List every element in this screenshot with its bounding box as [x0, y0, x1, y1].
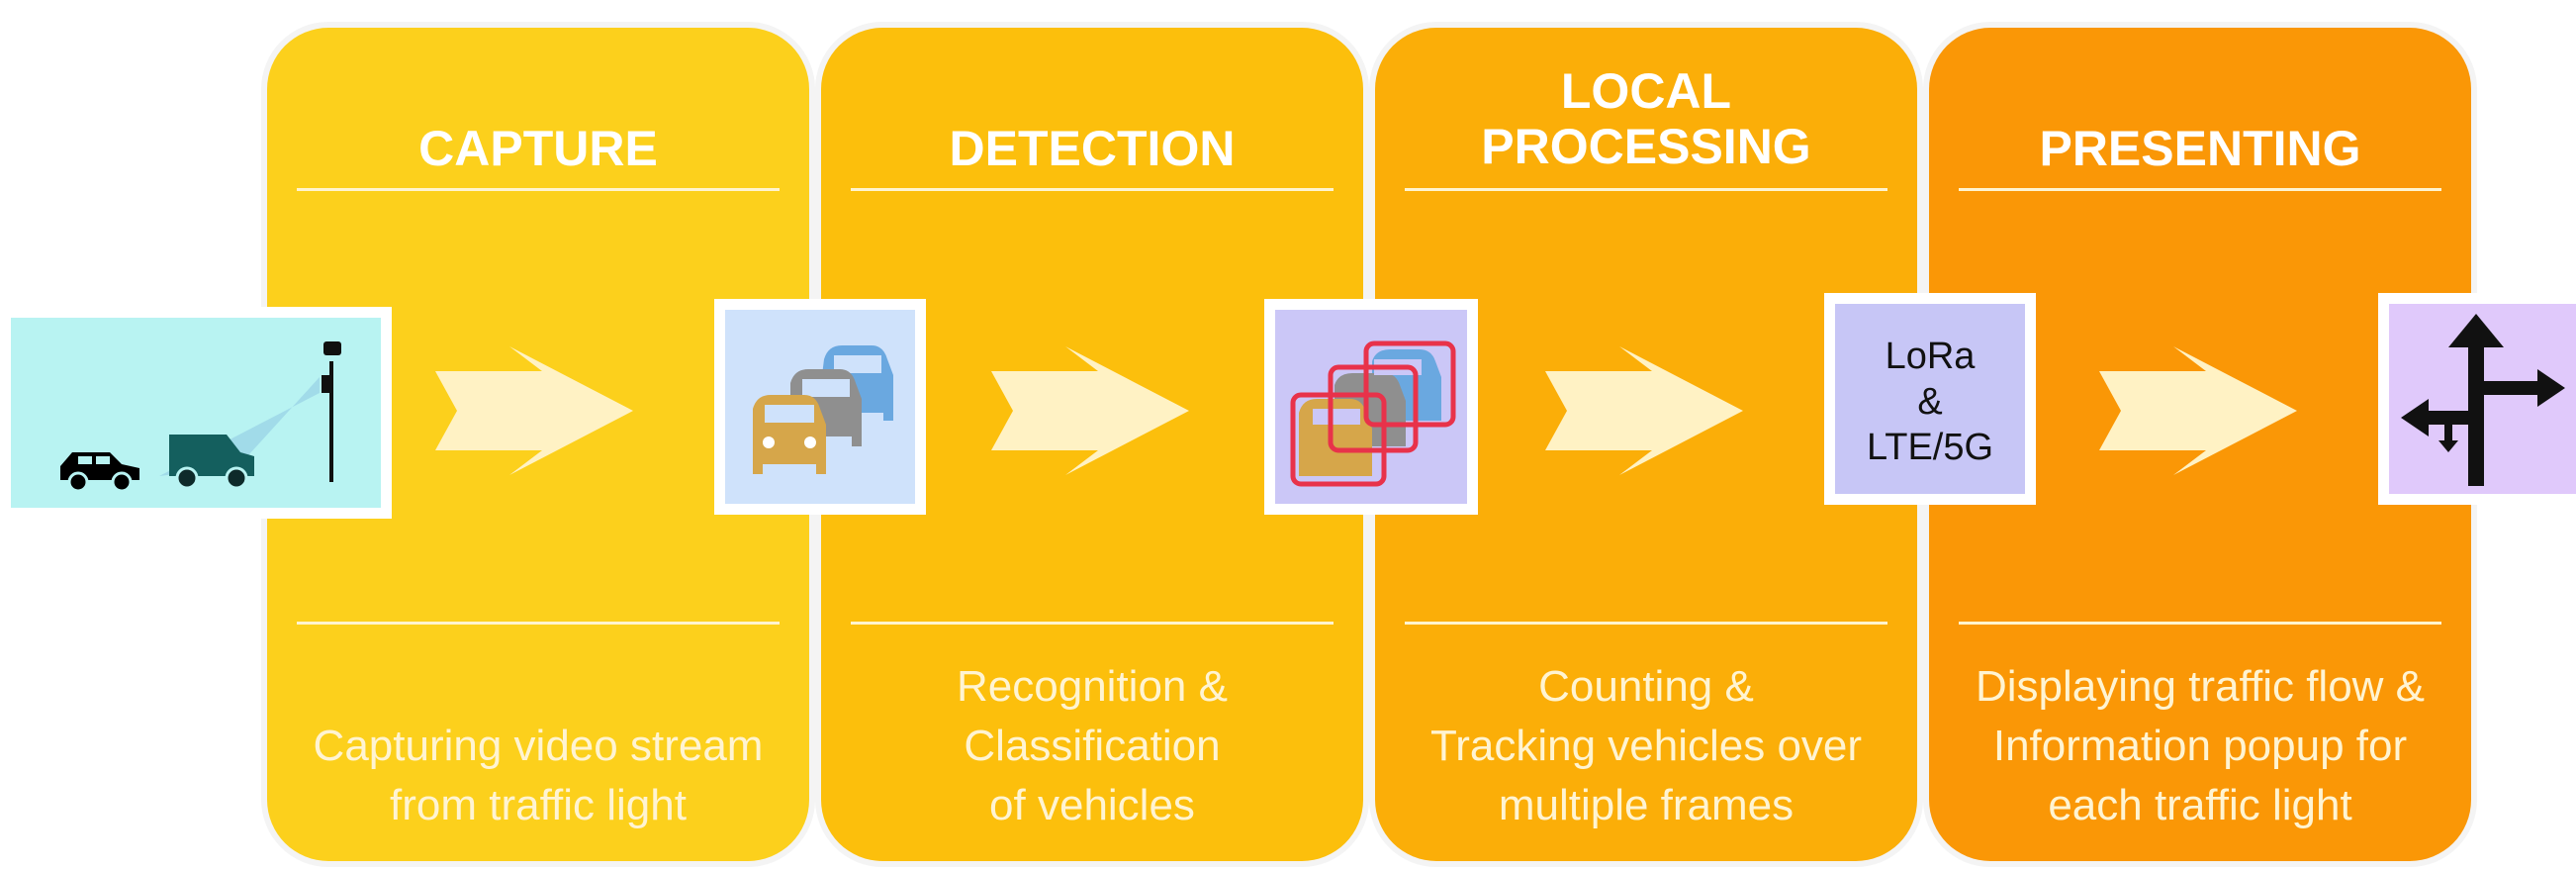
flow-arrow-icon [1545, 346, 1743, 475]
flow-arrow-icon [2099, 346, 2297, 475]
stage-title: CAPTURE [418, 121, 658, 176]
vehicles-icon [725, 310, 915, 504]
stage-description: Counting & Tracking vehicles over multip… [1429, 662, 1863, 829]
stage-description: Recognition & Classification of vehicles [957, 662, 1228, 829]
communication-label: LoRa & LTE/5G [1866, 336, 1994, 468]
divider [1405, 622, 1887, 625]
divider [1959, 622, 2441, 625]
stage-description: Capturing video stream from traffic ligh… [313, 722, 764, 829]
communication-box: LoRa & LTE/5G [1835, 304, 2025, 494]
divider [1959, 188, 2441, 191]
flow-arrow-icon [991, 346, 1189, 475]
stage-title: DETECTION [949, 121, 1236, 176]
divider [297, 188, 780, 191]
divider [1405, 188, 1887, 191]
divider [851, 622, 1334, 625]
camera-node [0, 307, 392, 519]
flow-arrow-icon [435, 346, 633, 475]
stage-description: Displaying traffic flow & Information po… [1975, 662, 2426, 829]
vehicles-node [714, 299, 926, 515]
stage-title: LOCAL PROCESSING [1481, 63, 1811, 174]
intersection-arrows-icon [2389, 304, 2576, 494]
tracking-node [1264, 299, 1478, 515]
stage-title: PRESENTING [2039, 121, 2361, 176]
traffic-camera-icon [11, 318, 381, 508]
communication-node: LoRa & LTE/5G [1824, 293, 2036, 505]
divider [297, 622, 780, 625]
map-node [2378, 293, 2576, 505]
divider [851, 188, 1334, 191]
tracked-vehicles-icon [1275, 310, 1467, 504]
